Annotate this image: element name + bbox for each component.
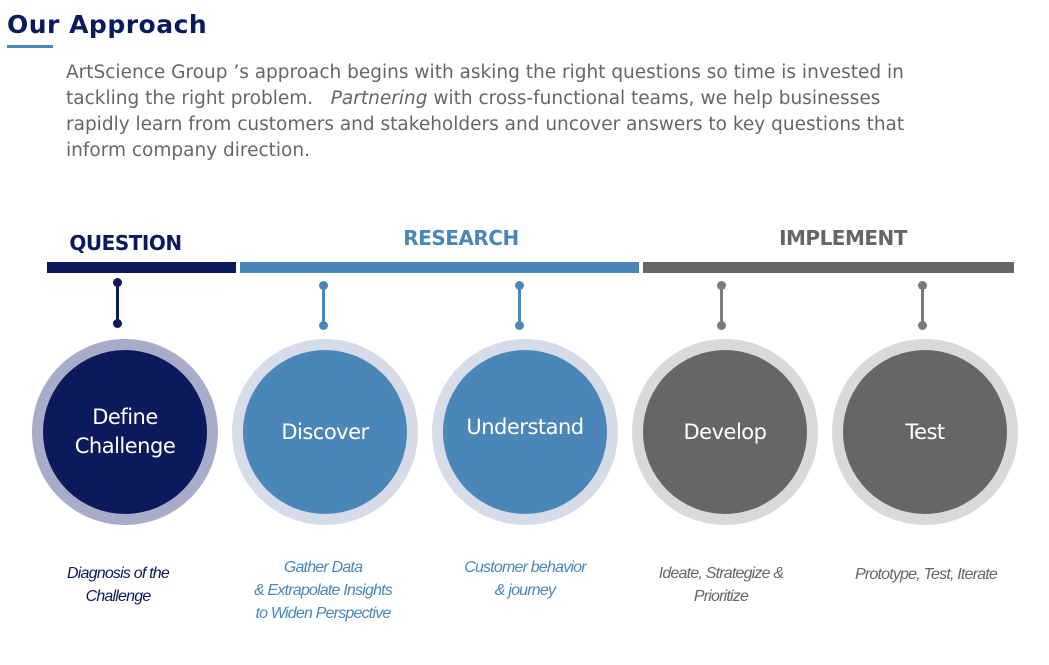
phase-bar-question <box>47 262 236 273</box>
step-title-discover: Discover <box>281 419 369 444</box>
intro-line-1: ArtScience Group ’s approach begins with… <box>66 62 904 83</box>
step-description-test: Prototype, Test, Iterate <box>854 566 998 583</box>
step-description-understand: Customer behavior & journey <box>464 559 586 599</box>
step-description-develop: Ideate, Strategize & Prioritize <box>658 565 784 605</box>
step-description-discover: Gather Data & Extrapolate Insights to Wi… <box>253 559 393 622</box>
phase-bar-implement <box>643 262 1014 273</box>
step-circle-define: Define Challenge <box>43 350 207 514</box>
step-circle-test: Test <box>843 350 1007 514</box>
step-title-define: Define Challenge <box>74 405 176 458</box>
step-title-test: Test <box>905 419 945 444</box>
intro-line-2-start: tackling the right problem. <box>66 88 314 109</box>
step-title-develop: Develop <box>683 419 767 444</box>
title-underline <box>7 45 53 48</box>
step-description-define: Diagnosis of the Challenge <box>67 565 170 605</box>
intro-line-3: rapidly learn from customers and stakeho… <box>66 114 905 135</box>
phase-label-question: QUESTION <box>69 231 182 255</box>
intro-paragraph: ArtScience Group ’s approach begins with… <box>66 60 926 164</box>
page-title: Our Approach <box>7 10 208 39</box>
intro-line-2-end: with cross-functional teams, we help bus… <box>427 88 881 109</box>
phase-label-implement: IMPLEMENT <box>779 226 907 250</box>
step-circle-understand: Understand <box>443 350 607 514</box>
step-circle-discover: Discover <box>243 350 407 514</box>
phase-bar-research <box>240 262 639 273</box>
intro-line-2: tackling the right problem. Partnering w… <box>66 86 926 112</box>
phase-label-research: RESEARCH <box>403 226 519 250</box>
step-title-understand: Understand <box>466 414 584 439</box>
intro-emphasis: Partnering <box>330 88 428 109</box>
intro-line-4: inform company direction. <box>66 140 310 161</box>
step-circle-develop: Develop <box>643 350 807 514</box>
